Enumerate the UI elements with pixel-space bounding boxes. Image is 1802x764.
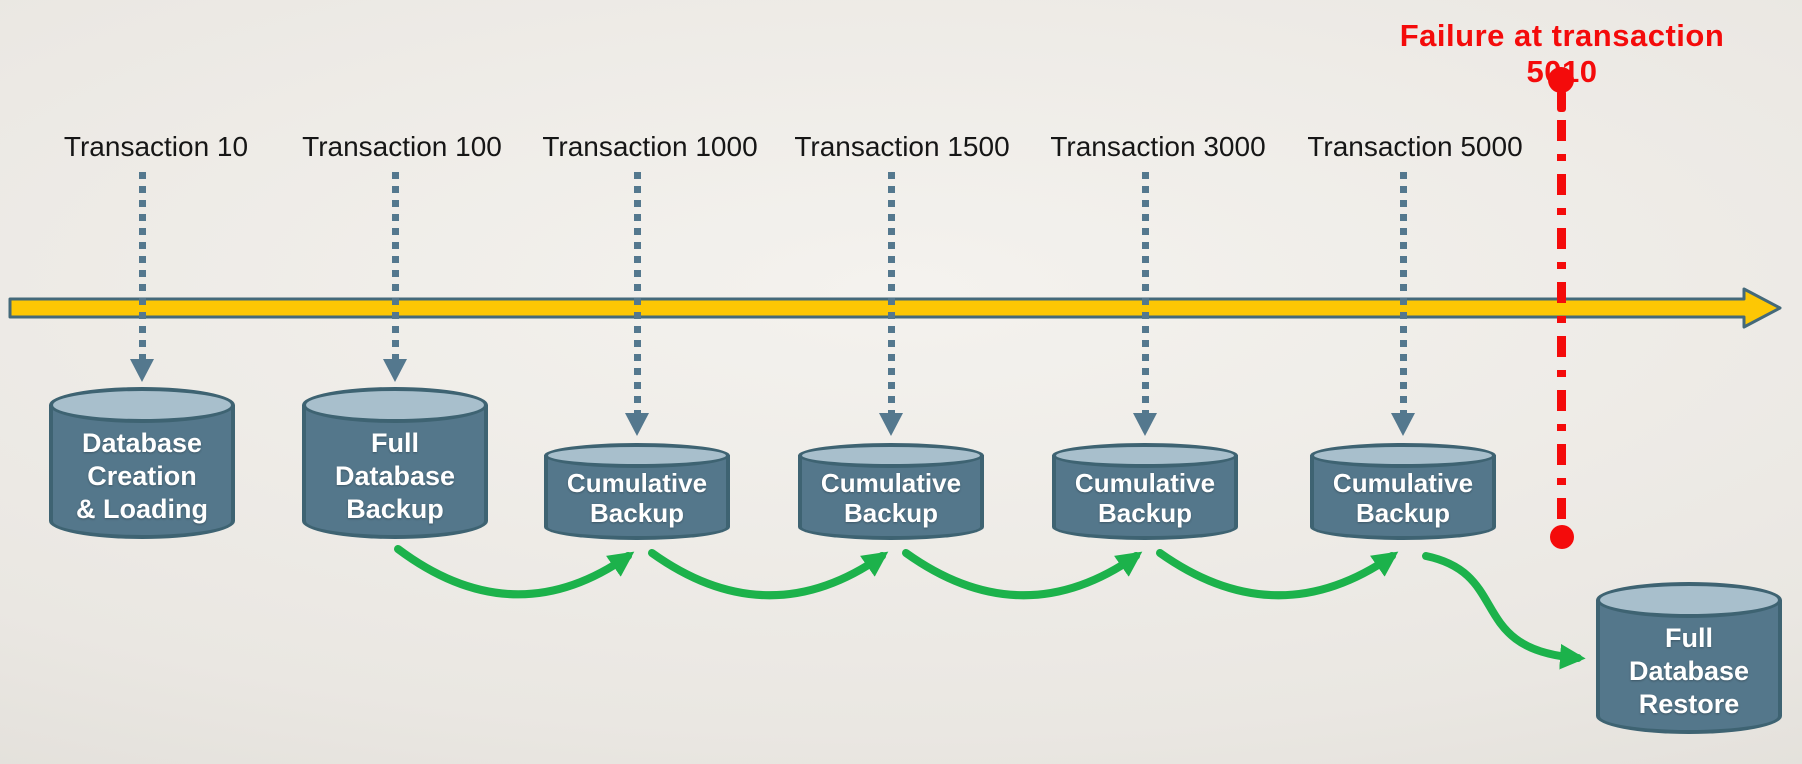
down-arrow-icon-transaction-3000 [1133,172,1157,436]
label-transaction-10: Transaction 10 [63,131,249,162]
cylinder-top-ellipse [544,443,730,468]
down-arrow-icon-transaction-100 [383,172,407,382]
cylinder-top-ellipse [1052,443,1238,468]
cylinder-database-creation: Database Creation & Loading [49,387,235,539]
failure-line-bottom-dot [1550,525,1574,549]
cylinder-full-database-backup-label: Full Database Backup [334,428,456,524]
cylinder-cumulative-backup-3: Cumulative Backup [1052,443,1238,540]
label-transaction-5000: Transaction 5000 [1307,131,1523,162]
cylinder-top-ellipse [798,443,984,468]
cylinder-top-ellipse [1596,582,1782,618]
cylinder-database-creation-label: Database Creation & Loading [76,428,208,524]
cylinder-cumulative-backup-1: Cumulative Backup [544,443,730,540]
cylinder-top-ellipse [302,387,488,423]
cylinder-cumulative-backup-label: Cumulative Backup [1074,468,1216,528]
failure-line-stem [1557,90,1566,112]
label-transaction-1500: Transaction 1500 [794,131,1010,162]
label-transaction-3000: Transaction 3000 [1050,131,1266,162]
failure-label: Failure at transaction 5010 [1399,18,1725,89]
cylinder-full-database-restore-label: Full Database Restore [1628,623,1750,719]
failure-line-top-dot [1548,67,1574,93]
cylinder-cumulative-backup-label: Cumulative Backup [1332,468,1474,528]
label-transaction-100: Transaction 100 [302,131,502,162]
down-arrow-icon-transaction-5000 [1391,172,1415,436]
down-arrow-icon-transaction-1000 [625,172,649,436]
cylinder-cumulative-backup-4: Cumulative Backup [1310,443,1496,540]
cylinder-top-ellipse [49,387,235,423]
cylinder-cumulative-backup-label: Cumulative Backup [566,468,708,528]
label-transaction-1000: Transaction 1000 [542,131,758,162]
failure-dashdot-line [1557,120,1566,526]
cylinder-full-database-restore: Full Database Restore [1596,582,1782,734]
cylinder-cumulative-backup-label: Cumulative Backup [820,468,962,528]
cylinder-cumulative-backup-2: Cumulative Backup [798,443,984,540]
down-arrow-icon-transaction-1500 [879,172,903,436]
cylinder-top-ellipse [1310,443,1496,468]
cylinder-full-database-backup: Full Database Backup [302,387,488,539]
down-arrow-icon-transaction-10 [130,172,154,382]
